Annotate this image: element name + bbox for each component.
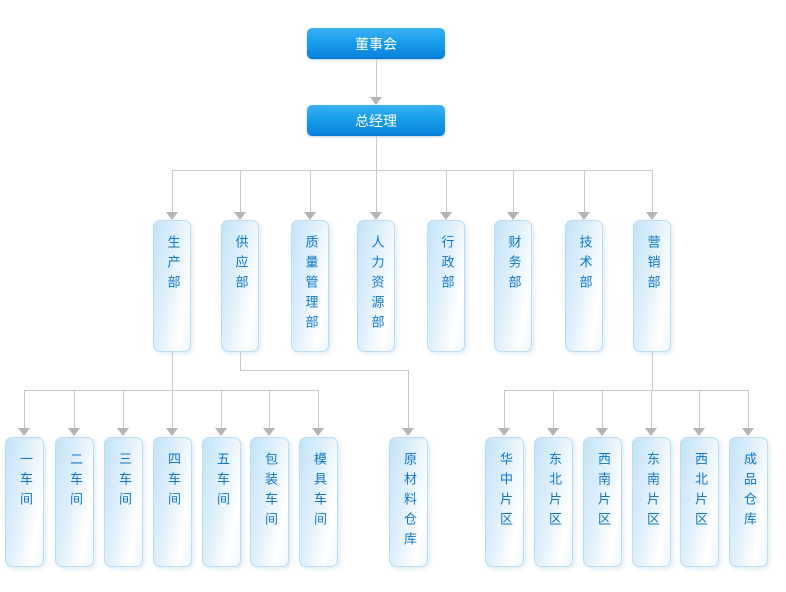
node-general-manager[interactable]: 总经理 [307, 105, 445, 136]
node-supply-dept[interactable]: 供应部 [221, 220, 259, 352]
connector-arrow-tech-dept [578, 170, 590, 220]
connector-workshop-rail [24, 390, 319, 391]
connector-arrow-finished-goods-warehouse [742, 390, 754, 436]
node-southeast-region[interactable]: 东南片区 [632, 437, 671, 567]
node-central-china-region[interactable]: 华中片区 [485, 437, 524, 567]
connector-arrow-northwest-region [693, 390, 705, 436]
connector-arrow-southwest-region [596, 390, 608, 436]
node-packaging-workshop[interactable]: 包装车间 [250, 437, 289, 567]
node-workshop-1[interactable]: 一车间 [5, 437, 44, 567]
node-tech-dept[interactable]: 技术部 [565, 220, 603, 352]
connector-arrow-southeast-region [645, 390, 657, 436]
connector-gm-stub [376, 136, 377, 170]
node-mold-workshop[interactable]: 模具车间 [299, 437, 338, 567]
connector-production-stub [172, 352, 173, 390]
node-finance-dept[interactable]: 财务部 [494, 220, 532, 352]
connector-arrow-finance-dept [507, 170, 519, 220]
connector-arrow-central-china-region [498, 390, 510, 436]
connector-arrow-workshop-3 [117, 390, 129, 436]
connector-arrow-mold-workshop [312, 390, 324, 436]
node-production-dept[interactable]: 生产部 [153, 220, 191, 352]
connector-region-rail [504, 390, 749, 391]
connector-arrow-northeast-region [547, 390, 559, 436]
connector-arrow-packaging-workshop [263, 390, 275, 436]
connector-arrow-board-to-gm [370, 59, 382, 105]
node-finished-goods-warehouse[interactable]: 成品仓库 [729, 437, 768, 567]
connector-arrow-workshop-1 [18, 390, 30, 436]
connector-arrow-supply-dept [234, 170, 246, 220]
connector-arrow-production-dept [166, 170, 178, 220]
connector-arrow-workshop-2 [68, 390, 80, 436]
connector-arrow-workshop-4 [166, 390, 178, 436]
node-board-of-directors[interactable]: 董事会 [307, 28, 445, 59]
connector-marketing-stub [652, 352, 653, 390]
connector-supply-stub [240, 352, 241, 370]
node-workshop-4[interactable]: 四车间 [153, 437, 192, 567]
connector-arrow-quality-dept [304, 170, 316, 220]
connector-arrow-marketing-dept [646, 170, 658, 220]
node-workshop-5[interactable]: 五车间 [202, 437, 241, 567]
node-northwest-region[interactable]: 西北片区 [680, 437, 719, 567]
node-admin-dept[interactable]: 行政部 [427, 220, 465, 352]
connector-supply-rail [240, 370, 409, 371]
node-hr-dept[interactable]: 人力资源部 [357, 220, 395, 352]
connector-arrow-raw-material-warehouse [402, 370, 414, 436]
node-workshop-2[interactable]: 二车间 [55, 437, 94, 567]
node-quality-dept[interactable]: 质量管理部 [291, 220, 329, 352]
node-marketing-dept[interactable]: 营销部 [633, 220, 671, 352]
connector-arrow-hr-dept [370, 170, 382, 220]
connector-department-rail [172, 170, 653, 171]
node-southwest-region[interactable]: 西南片区 [583, 437, 622, 567]
connector-arrow-workshop-5 [215, 390, 227, 436]
node-raw-material-warehouse[interactable]: 原材料仓库 [389, 437, 428, 567]
node-workshop-3[interactable]: 三车间 [104, 437, 143, 567]
connector-arrow-admin-dept [440, 170, 452, 220]
node-northeast-region[interactable]: 东北片区 [534, 437, 573, 567]
